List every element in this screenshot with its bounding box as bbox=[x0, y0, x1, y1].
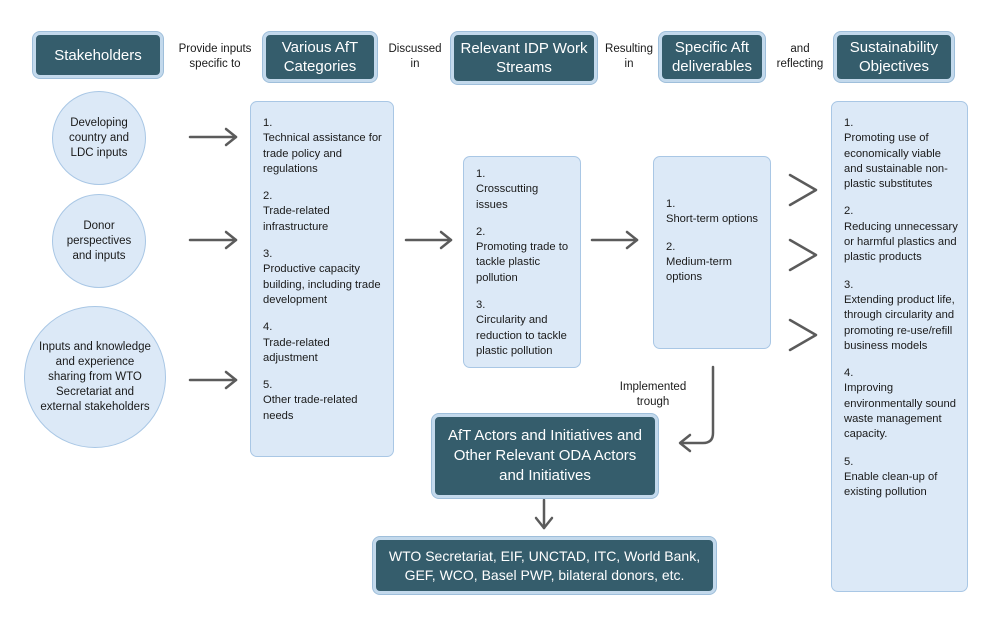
arrow-implemented bbox=[680, 365, 715, 445]
objectives-box: 1. Promoting use of economically viable … bbox=[831, 101, 968, 592]
connector-discussed: Discussed in bbox=[386, 42, 444, 72]
organizations-box: WTO Secretariat, EIF, UNCTAD, ITC, World… bbox=[373, 537, 716, 594]
idp-stream-item: 1. Crosscutting issues bbox=[476, 167, 572, 213]
connector-provide: Provide inputs specific to bbox=[172, 42, 258, 72]
header-deliverables: Specific Aft deliverables bbox=[659, 32, 765, 82]
item-number: 2. bbox=[844, 205, 854, 218]
item-number: 2. bbox=[263, 190, 273, 203]
item-number: 3. bbox=[263, 248, 273, 261]
connector-implemented: Implemented trough bbox=[610, 380, 696, 410]
aft-category-item: 5. Other trade-related needs bbox=[263, 378, 383, 424]
aft-categories-box: 1. Technical assistance for trade policy… bbox=[250, 101, 394, 457]
objective-item: 1. Promoting use of economically viable … bbox=[844, 116, 959, 192]
connector-resulting: Resulting in bbox=[602, 42, 656, 72]
actors-label: AfT Actors and Initiatives and Other Rel… bbox=[448, 427, 642, 484]
item-number: 1. bbox=[844, 117, 854, 129]
objective-item: 5. Enable clean-up of existing pollution bbox=[844, 455, 959, 501]
item-number: 2. bbox=[476, 225, 486, 238]
stakeholder-circle-3: Inputs and knowledge and experience shar… bbox=[24, 306, 166, 448]
header-aft-categories: Various AfT Categories bbox=[263, 32, 377, 82]
item-text: Promoting use of economically viable and… bbox=[844, 132, 948, 191]
header-idp-streams-label: Relevant IDP Work Streams bbox=[460, 40, 588, 76]
item-number: 3. bbox=[476, 299, 486, 312]
organizations-label: WTO Secretariat, EIF, UNCTAD, ITC, World… bbox=[388, 547, 701, 583]
item-text: Promoting trade to tackle plastic pollut… bbox=[476, 241, 569, 284]
aft-category-item: 4. Trade-related adjustment bbox=[263, 320, 383, 366]
item-text: Technical assistance for trade policy an… bbox=[263, 132, 382, 175]
item-number: 4. bbox=[263, 321, 273, 334]
item-number: 2. bbox=[666, 240, 676, 253]
item-text: Trade-related adjustment bbox=[263, 336, 330, 364]
stakeholder-circle-label: Inputs and knowledge and experience shar… bbox=[39, 340, 151, 413]
objective-item: 2. Reducing unnecessary or harmful plast… bbox=[844, 204, 959, 265]
idp-stream-item: 2. Promoting trade to tackle plastic pol… bbox=[476, 225, 572, 286]
connector-provide-label: Provide inputs specific to bbox=[178, 43, 252, 70]
chevron-icon bbox=[788, 173, 818, 207]
stakeholder-circle-label: Developing country and LDC inputs bbox=[68, 116, 130, 159]
stakeholder-circle-label: Donor perspectives and inputs bbox=[66, 219, 132, 262]
item-text: Reducing unnecessary or harmful plastics… bbox=[844, 220, 958, 264]
stakeholder-circle-2: Donor perspectives and inputs bbox=[52, 194, 146, 288]
header-idp-streams: Relevant IDP Work Streams bbox=[451, 32, 597, 84]
item-text: Medium-term options bbox=[666, 255, 732, 284]
objective-item: 4. Improving environmentally sound waste… bbox=[844, 366, 959, 442]
item-text: Enable clean-up of existing pollution bbox=[844, 470, 938, 499]
aft-category-item: 3. Productive capacity building, includi… bbox=[263, 247, 383, 308]
item-number: 3. bbox=[844, 278, 854, 291]
deliverable-item: 2. Medium-term options bbox=[666, 240, 762, 286]
item-text: Improving environmentally sound waste ma… bbox=[844, 382, 956, 441]
chevron-icon bbox=[788, 318, 818, 352]
header-deliverables-label: Specific Aft deliverables bbox=[671, 39, 753, 75]
connector-resulting-label: Resulting in bbox=[605, 43, 653, 70]
item-number: 5. bbox=[263, 379, 273, 392]
idp-streams-box: 1. Crosscutting issues 2. Promoting trad… bbox=[463, 156, 581, 368]
header-stakeholders-label: Stakeholders bbox=[54, 46, 142, 64]
item-text: Circularity and reduction to tackle plas… bbox=[476, 314, 567, 357]
objective-item: 3. Extending product life, through circu… bbox=[844, 278, 959, 354]
item-number: 1. bbox=[666, 198, 676, 210]
item-text: Productive capacity building, including … bbox=[263, 263, 381, 306]
item-number: 1. bbox=[476, 168, 486, 180]
item-number: 1. bbox=[263, 117, 273, 129]
connector-implemented-label: Implemented trough bbox=[619, 381, 687, 408]
idp-stream-item: 3. Circularity and reduction to tackle p… bbox=[476, 298, 572, 359]
header-aft-categories-label: Various AfT Categories bbox=[281, 39, 359, 75]
item-text: Extending product life, through circular… bbox=[844, 293, 955, 352]
connector-reflecting: and reflecting bbox=[774, 42, 826, 72]
aft-category-item: 1. Technical assistance for trade policy… bbox=[263, 116, 383, 177]
connector-reflecting-label: and reflecting bbox=[776, 43, 824, 70]
chevron-icon bbox=[788, 238, 818, 272]
deliverables-box: 1. Short-term options 2. Medium-term opt… bbox=[653, 156, 771, 349]
item-number: 5. bbox=[844, 455, 854, 468]
header-objectives: Sustainability Objectives bbox=[834, 32, 954, 82]
item-text: Short-term options bbox=[666, 213, 759, 226]
item-text: Trade-related infrastructure bbox=[263, 205, 330, 233]
item-text: Crosscutting issues bbox=[476, 183, 539, 211]
header-objectives-label: Sustainability Objectives bbox=[849, 39, 939, 75]
item-text: Other trade-related needs bbox=[263, 394, 358, 422]
actors-box: AfT Actors and Initiatives and Other Rel… bbox=[432, 414, 658, 498]
header-stakeholders: Stakeholders bbox=[33, 32, 163, 78]
connector-discussed-label: Discussed in bbox=[388, 43, 442, 70]
item-number: 4. bbox=[844, 367, 854, 380]
aft-category-item: 2. Trade-related infrastructure bbox=[263, 189, 383, 235]
stakeholder-circle-1: Developing country and LDC inputs bbox=[52, 91, 146, 185]
deliverable-item: 1. Short-term options bbox=[666, 197, 762, 228]
